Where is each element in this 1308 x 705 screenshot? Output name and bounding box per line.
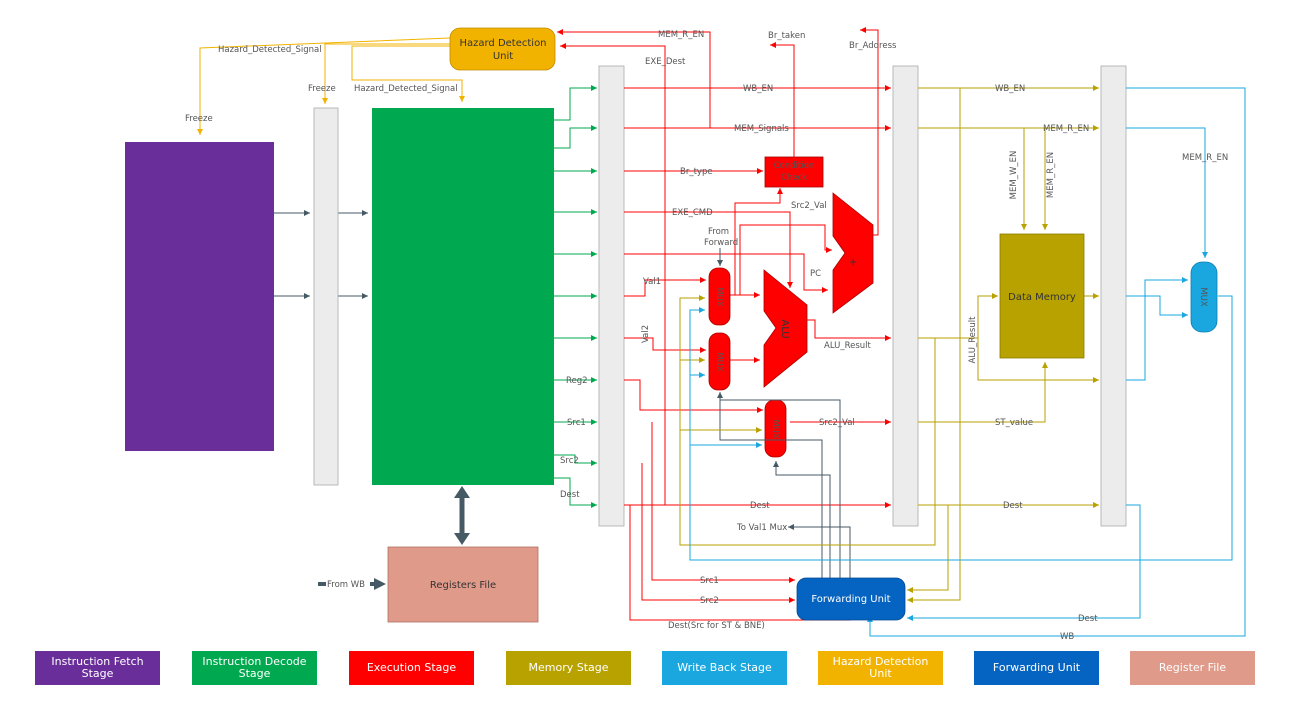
val1-label: Val1 [643, 277, 661, 287]
exe-mem-register [892, 65, 919, 527]
wb-label: WB [1060, 632, 1074, 642]
svg-text:Hazard Detection: Hazard Detection [459, 38, 546, 49]
br-type-label: Br_type [680, 167, 713, 177]
dest-mid-label: Dest [750, 501, 770, 511]
execute-wires [557, 27, 891, 621]
signal-labels: Hazard_Detected_Signal Hazard_Detected_S… [185, 30, 1228, 642]
id-exe-register [598, 65, 625, 527]
src2-fw-label: Src2 [700, 596, 719, 606]
alu-result-label: ALU_Result [824, 341, 872, 351]
decode-output-wires [554, 85, 597, 508]
data-memory-label: Data Memory [1008, 292, 1076, 303]
hazard-unit-label: Hazard Detection [459, 38, 546, 49]
dest-label: Dest [560, 490, 580, 500]
reg2-label: Reg2 [566, 376, 588, 386]
hazard-detected-signal-1: Hazard_Detected_Signal [218, 45, 322, 55]
svg-text:Unit: Unit [493, 51, 513, 62]
instruction-fetch-stage [125, 142, 274, 451]
src1-fw-label: Src1 [700, 576, 719, 586]
from-forward-label: From [708, 227, 729, 237]
st-value-label: ST_value [995, 418, 1033, 428]
wb-en-label-2: WB_EN [995, 84, 1025, 94]
dest-label-2: Dest [1003, 501, 1023, 511]
alu [763, 269, 808, 388]
hazard-wires [197, 37, 465, 135]
adder [832, 192, 874, 314]
alu-label: ALU [779, 319, 790, 338]
legend-memory: Memory Stage [506, 651, 631, 685]
dest-label-3: Dest [1078, 614, 1098, 624]
wb-mux-label: MUX [1198, 287, 1208, 307]
src1-label: Src1 [567, 418, 586, 428]
writeback-wires [689, 87, 1246, 637]
condition-check [764, 156, 824, 188]
val2-label: Val2 [641, 325, 651, 343]
dest-fw-label: Dest(Src for ST & BNE) [668, 621, 765, 631]
mux1-label: MUX [714, 287, 724, 307]
mem-r-en-label-3: MEM_R_EN [1046, 152, 1056, 198]
src2-val-label: Src2_Val [819, 418, 855, 428]
registers-file [387, 546, 539, 623]
mem-wb-register [1100, 65, 1127, 527]
pc-label: PC [810, 269, 821, 279]
mem-w-en-label: MEM_W_EN [1009, 151, 1019, 200]
src2-val-top-label: Src2_Val [791, 201, 827, 211]
mem-r-en-top: MEM_R_EN [658, 30, 704, 40]
legend-fetch: Instruction Fetch Stage [35, 651, 160, 685]
mem-r-en-label-2: MEM_R_EN [1043, 124, 1089, 134]
svg-text:Check: Check [781, 173, 807, 183]
from-wb-label: From WB [327, 580, 365, 590]
exe-dest-label: EXE_Dest [645, 57, 686, 67]
exe-cmd-label: EXE_CMD [672, 208, 713, 218]
hazard-detected-signal-2: Hazard_Detected_Signal [354, 84, 458, 94]
legend-register: Register File [1130, 651, 1255, 685]
legend-hazard: Hazard Detection Unit [818, 651, 943, 685]
mux3-label: MUX [770, 419, 780, 439]
legend-execute: Execution Stage [349, 651, 474, 685]
data-memory [999, 233, 1085, 359]
adder-label: + [847, 258, 858, 266]
legend-forwarding: Forwarding Unit [974, 651, 1099, 685]
memory-wires [679, 85, 1099, 603]
val2-mux [708, 332, 731, 391]
br-taken-label: Br_taken [768, 31, 805, 41]
svg-text:From: From [708, 227, 729, 237]
svg-text:Condition: Condition [774, 161, 815, 171]
alu-result-vertical-label: ALU_Result [968, 316, 978, 364]
block-labels: Hazard Detection Unit Condition Check + … [430, 38, 1208, 605]
hazard-detection-unit [449, 27, 556, 71]
mem-signals-label: MEM_Signals [734, 124, 789, 134]
mux2-label: MUX [714, 352, 724, 372]
svg-text:Forward: Forward [704, 238, 738, 248]
instruction-decode-stage [372, 108, 554, 485]
forwarding-unit-label: Forwarding Unit [811, 594, 890, 605]
freeze-label-1: Freeze [185, 114, 213, 124]
legend-decode: Instruction Decode Stage [192, 651, 317, 685]
writeback-mux [1190, 261, 1218, 333]
if-id-register [313, 107, 339, 486]
mem-r-en-label-4: MEM_R_EN [1182, 153, 1228, 163]
br-address-label: Br_Address [849, 41, 897, 51]
registers-file-label: Registers File [430, 580, 496, 591]
forwarding-unit [796, 577, 906, 621]
src2-label: Src2 [560, 456, 579, 466]
condition-check-label: Condition [774, 161, 815, 171]
freeze-label-2: Freeze [308, 84, 336, 94]
legend-writeback: Write Back Stage [662, 651, 787, 685]
wb-en-label-1: WB_EN [743, 84, 773, 94]
to-val1-mux-label: To Val1 Mux [736, 523, 787, 533]
val1-mux [708, 267, 731, 326]
